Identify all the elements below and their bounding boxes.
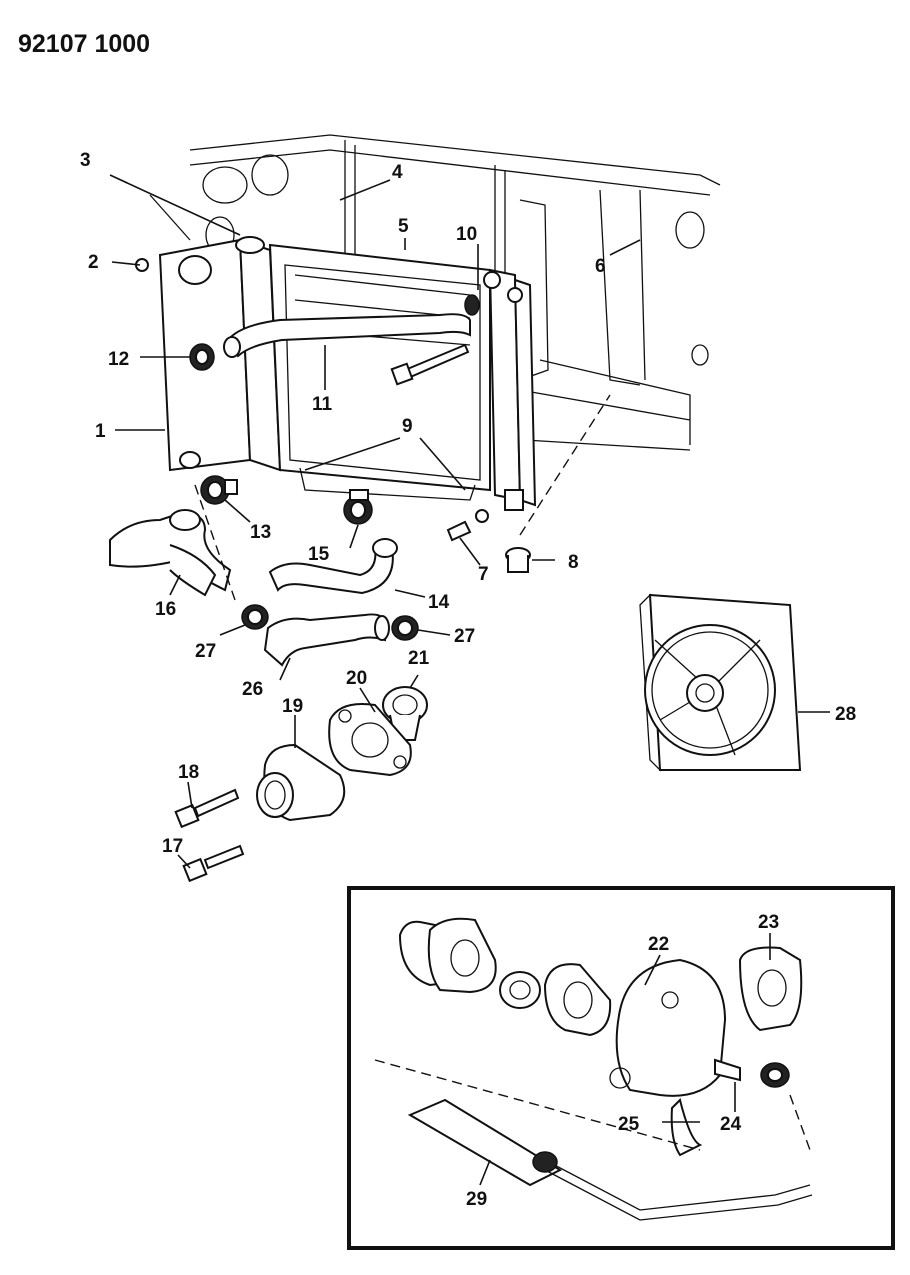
callout-6: 6 (595, 256, 606, 277)
reference-line-a (194, 484, 236, 601)
callout-3: 3 (80, 150, 91, 171)
radiator (135, 236, 537, 511)
hose-clamp-27-right (391, 615, 419, 641)
callout-24: 24 (720, 1114, 742, 1135)
callout-5: 5 (398, 216, 409, 237)
drain-plug (505, 547, 531, 573)
callout-27-right: 27 (454, 626, 475, 647)
callout-7: 7 (478, 564, 489, 585)
leader-lines (109, 174, 830, 1186)
housing-stud-17 (182, 844, 245, 883)
callout-16: 16 (155, 599, 176, 620)
callout-17: 17 (162, 836, 183, 857)
callout-11: 11 (312, 394, 333, 415)
upper-radiator-hose (223, 294, 480, 358)
callout-28: 28 (835, 704, 856, 725)
inset-gasket-23 (738, 946, 803, 1032)
callout-10: 10 (456, 224, 477, 245)
housing-bolt-18 (174, 788, 240, 829)
callout-26: 26 (242, 679, 263, 700)
inset-heater-tube (407, 1098, 813, 1221)
callout-21: 21 (408, 648, 430, 669)
inset-hose-clamp (760, 1062, 790, 1088)
callout-19: 19 (282, 696, 303, 717)
inset-thermostat (499, 971, 541, 1009)
reference-line-b (519, 394, 611, 536)
callout-numbers: 1 2 3 4 5 6 7 8 9 10 11 12 13 14 15 16 1… (80, 150, 856, 1210)
callout-1: 1 (95, 421, 106, 442)
inset-outlet-pipe (398, 917, 497, 994)
inset-gasket (543, 963, 612, 1037)
callout-23: 23 (758, 912, 779, 933)
hose-clamp-12 (189, 343, 215, 371)
mounting-bolt (390, 343, 470, 386)
thermostat-housing (256, 743, 346, 822)
callout-13: 13 (250, 522, 271, 543)
callout-14: 14 (428, 592, 450, 613)
callout-2: 2 (88, 252, 99, 273)
callout-29: 29 (466, 1189, 487, 1210)
callout-4: 4 (392, 162, 403, 183)
cooling-fan-assembly (639, 593, 802, 772)
callout-9: 9 (402, 416, 413, 437)
callout-18: 18 (178, 762, 199, 783)
callout-25: 25 (618, 1114, 640, 1135)
bypass-hose-26 (263, 613, 390, 667)
hose-clamp-27-left (241, 604, 269, 630)
inset-water-outlet-housing (609, 958, 727, 1157)
heater-hose-16 (109, 509, 232, 597)
inset-reference-line-a (374, 1059, 701, 1151)
callout-27-left: 27 (195, 641, 216, 662)
inset-reference-line-b (789, 1094, 811, 1151)
thermostat (382, 686, 428, 741)
callout-20: 20 (346, 668, 367, 689)
callout-15: 15 (308, 544, 330, 565)
hose-clamp-15 (343, 489, 373, 525)
detail-inset-frame (347, 886, 895, 1250)
lower-hose-14 (268, 538, 398, 595)
hose-clamp-13 (200, 475, 238, 505)
callout-12: 12 (108, 349, 129, 370)
document-id: 92107 1000 (18, 30, 151, 58)
callout-8: 8 (568, 552, 579, 573)
callout-22: 22 (648, 934, 669, 955)
drain-cock (446, 509, 489, 542)
thermostat-gasket (328, 703, 412, 777)
inset-fitting-24 (714, 1058, 741, 1082)
